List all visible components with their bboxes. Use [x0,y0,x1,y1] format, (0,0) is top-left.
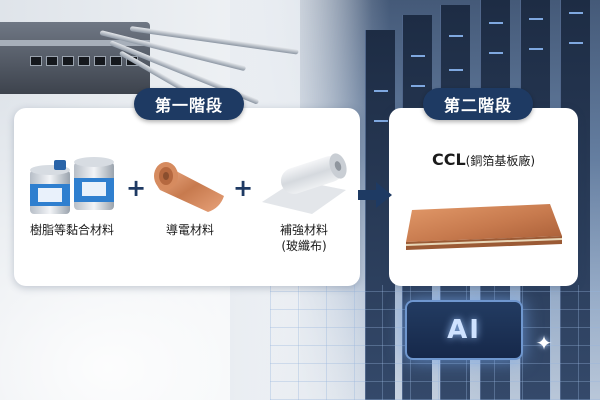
stage2-tag: 第二階段 [423,88,533,120]
stage2-panel [389,108,578,286]
sparkle-icon: ✦ [535,331,553,355]
resin-cans-icon [30,157,114,214]
copper-foil-roll-icon [154,162,224,212]
arrow-right-icon [358,182,392,208]
ccl-sub-label: (銅箔基板廠) [465,154,536,168]
ccl-main-label: CCL [431,150,466,169]
copper-item: 導電材料 [148,150,232,238]
plus-icon: + [233,174,254,202]
ccl-title: CCL(銅箔基板廠) [389,150,578,169]
ai-chip-label: AI [447,315,481,345]
glass-fabric-sublabel: (玻纖布) [281,239,327,253]
glass-fabric-label: 補強材料 [279,223,328,237]
ccl-board-icon [406,204,562,250]
plus-icon: + [126,174,147,202]
copper-label: 導電材料 [165,223,214,237]
resin-label: 樹脂等黏合材料 [29,223,114,237]
ai-chip: AI [405,300,523,360]
glass-fabric-roll-icon [262,153,347,214]
glass-fabric-item: 補強材料 (玻纖布) [252,150,356,254]
stage1-tag: 第一階段 [134,88,244,120]
resin-item: 樹脂等黏合材料 [22,148,122,238]
